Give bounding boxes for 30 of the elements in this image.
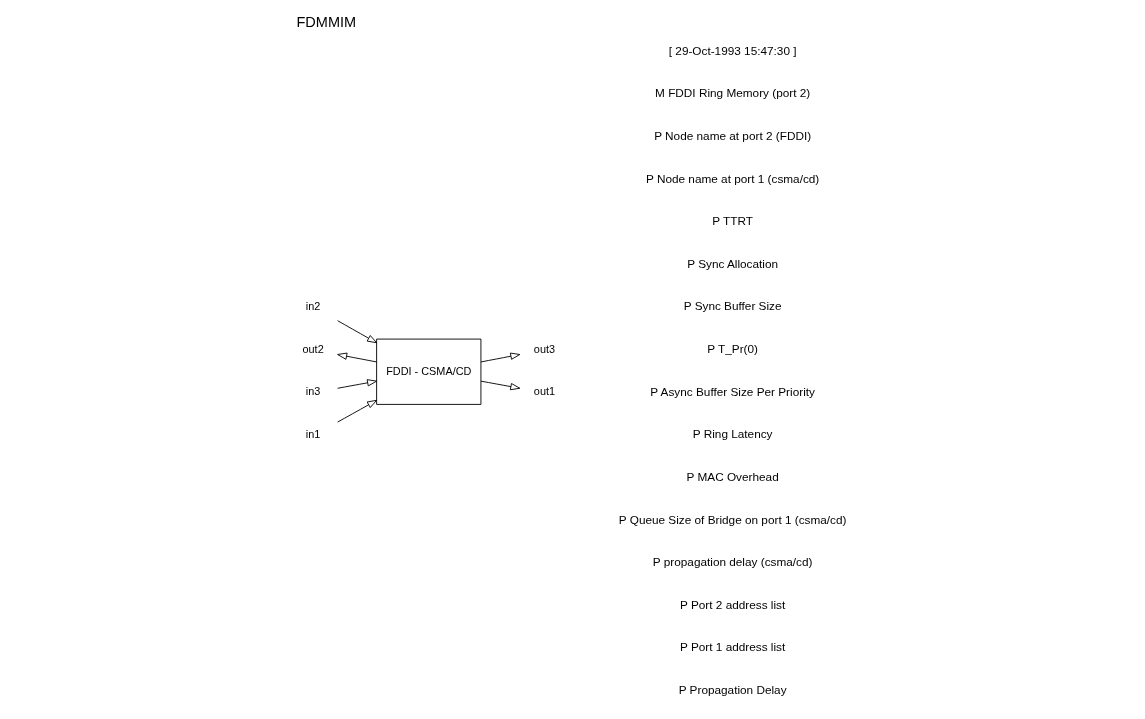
arrow bbox=[480, 352, 520, 363]
label: P TTRT bbox=[711, 214, 753, 228]
label: P Sync Allocation bbox=[686, 256, 778, 270]
label: P T_Pr(0) bbox=[706, 342, 758, 356]
label: M FDDI Ring Memory (port 2) bbox=[654, 86, 810, 100]
arrow bbox=[480, 380, 520, 391]
node-text: in2 bbox=[305, 300, 320, 313]
label: P Propagation Delay bbox=[678, 683, 787, 697]
diagram-title: FDMMIM bbox=[295, 13, 356, 30]
label: P Queue Size of Bridge on port 1 (csma/cd) bbox=[618, 512, 846, 526]
label: P Port 2 address list bbox=[679, 597, 785, 611]
node-text: in1 bbox=[305, 428, 320, 441]
node-box: FDDI - CSMA/CD bbox=[375, 338, 481, 405]
label: P Node name at port 2 (FDDI) bbox=[653, 128, 811, 142]
label: P Async Buffer Size Per Priority bbox=[649, 384, 815, 398]
label: P MAC Overhead bbox=[686, 469, 779, 483]
label: [ 29-Oct-1993 15:47:30 ] bbox=[668, 43, 797, 57]
label: P Node name at port 1 (csma/cd) bbox=[645, 171, 819, 185]
label: P Ring Latency bbox=[692, 427, 772, 441]
node-text: out2 bbox=[302, 342, 324, 355]
node-text: in3 bbox=[305, 385, 320, 398]
label: P propagation delay (csma/cd) bbox=[652, 555, 812, 569]
node-text: out1 bbox=[533, 385, 555, 398]
arrow bbox=[336, 379, 377, 389]
node-text: out3 bbox=[533, 342, 555, 355]
arrow bbox=[336, 320, 377, 344]
label: P Sync Buffer Size bbox=[683, 299, 782, 313]
label: P Port 1 address list bbox=[679, 640, 785, 654]
arrow bbox=[336, 399, 377, 423]
arrow bbox=[336, 352, 377, 363]
